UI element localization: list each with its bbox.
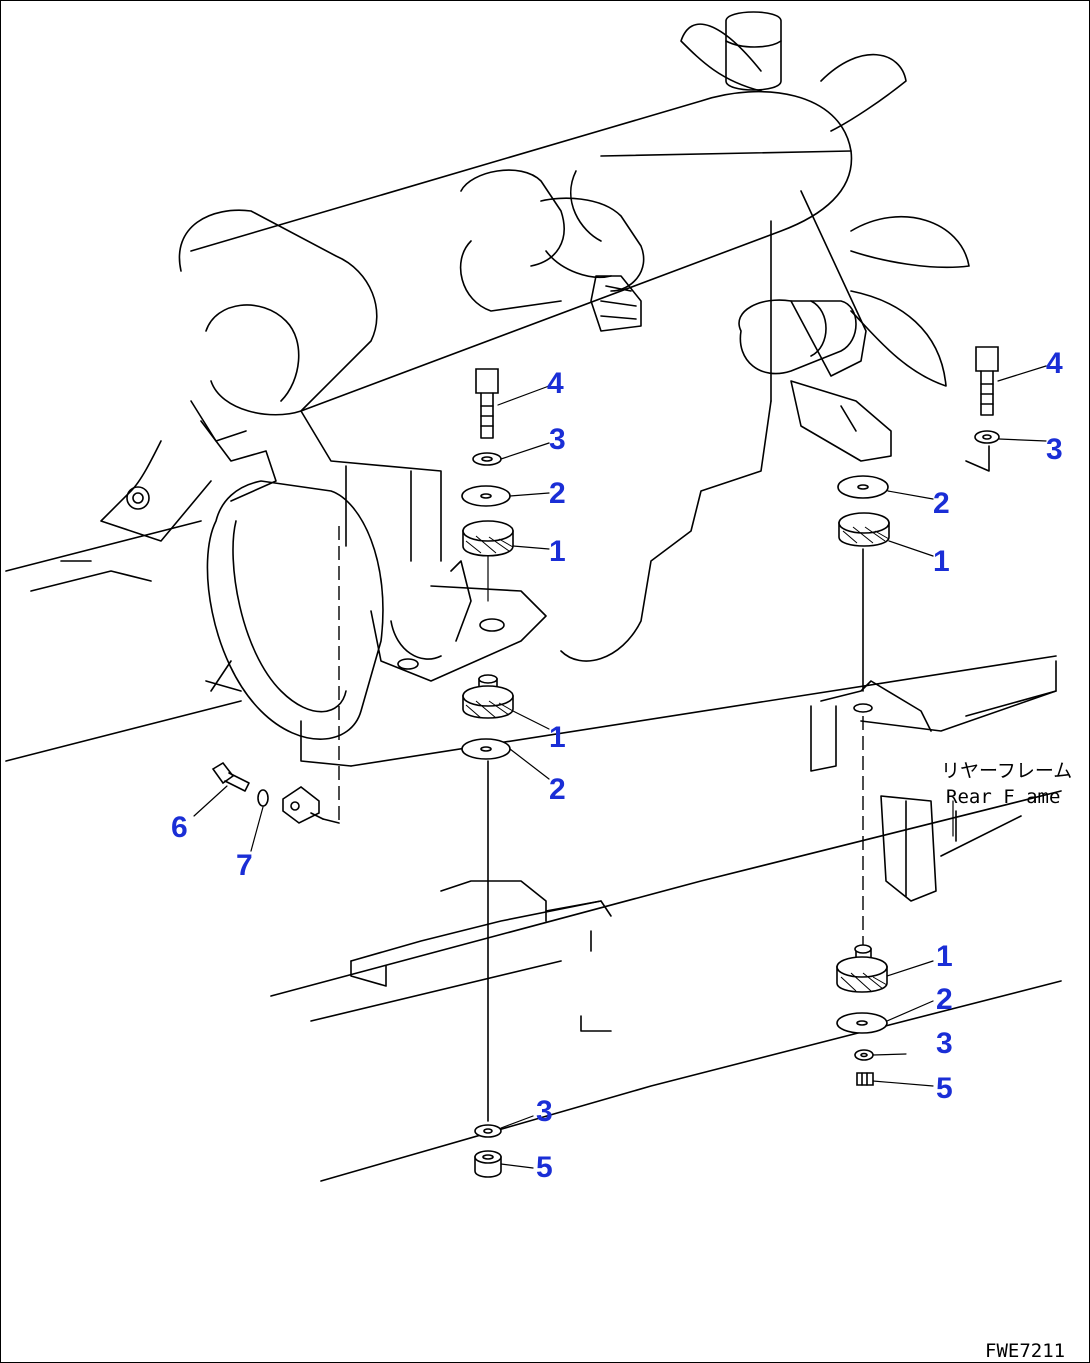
- callout-3-right-top: 3: [1046, 433, 1063, 466]
- callout-5-left: 5: [536, 1151, 553, 1184]
- callout-2-left-top: 2: [549, 477, 566, 510]
- frame-label-japanese: リヤーフレーム: [941, 760, 1072, 782]
- left-mount-stack: [461, 368, 514, 1178]
- frame-label-english: Rear F ame: [946, 786, 1060, 808]
- callout-1-right-top: 1: [933, 545, 950, 578]
- right-mount-stack: [836, 346, 1000, 1086]
- callout-1-right-bottom: 1: [936, 940, 953, 973]
- callout-labels: 4 3 2 1 4 3 2 1 1 2 6 7 1 2 3 5 3 5: [171, 347, 1063, 1184]
- callout-1-left-bottom: 1: [549, 721, 566, 754]
- figure-code: FWE7211: [985, 1340, 1065, 1362]
- callout-3-left-top: 3: [549, 423, 566, 456]
- callout-4-left: 4: [547, 367, 564, 400]
- callout-5-right: 5: [936, 1072, 953, 1105]
- callout-2-right-top: 2: [933, 487, 950, 520]
- callout-2-right-bottom: 2: [936, 983, 953, 1016]
- callout-6: 6: [171, 811, 188, 844]
- callout-4-right: 4: [1046, 347, 1063, 380]
- engine-assembly: [100, 11, 970, 767]
- rear-frame-label: リヤーフレーム Rear F ame: [941, 760, 1072, 808]
- callout-2-left-bottom: 2: [549, 773, 566, 806]
- callout-3-left-bottom: 3: [536, 1095, 553, 1128]
- callout-3-right-bottom: 3: [936, 1027, 953, 1060]
- stopper-bolt-group: [211, 526, 340, 824]
- rear-frame: [5, 520, 1062, 1182]
- callout-7: 7: [236, 849, 253, 882]
- callout-1-left-top: 1: [549, 535, 566, 568]
- leader-lines: [193, 365, 1047, 1169]
